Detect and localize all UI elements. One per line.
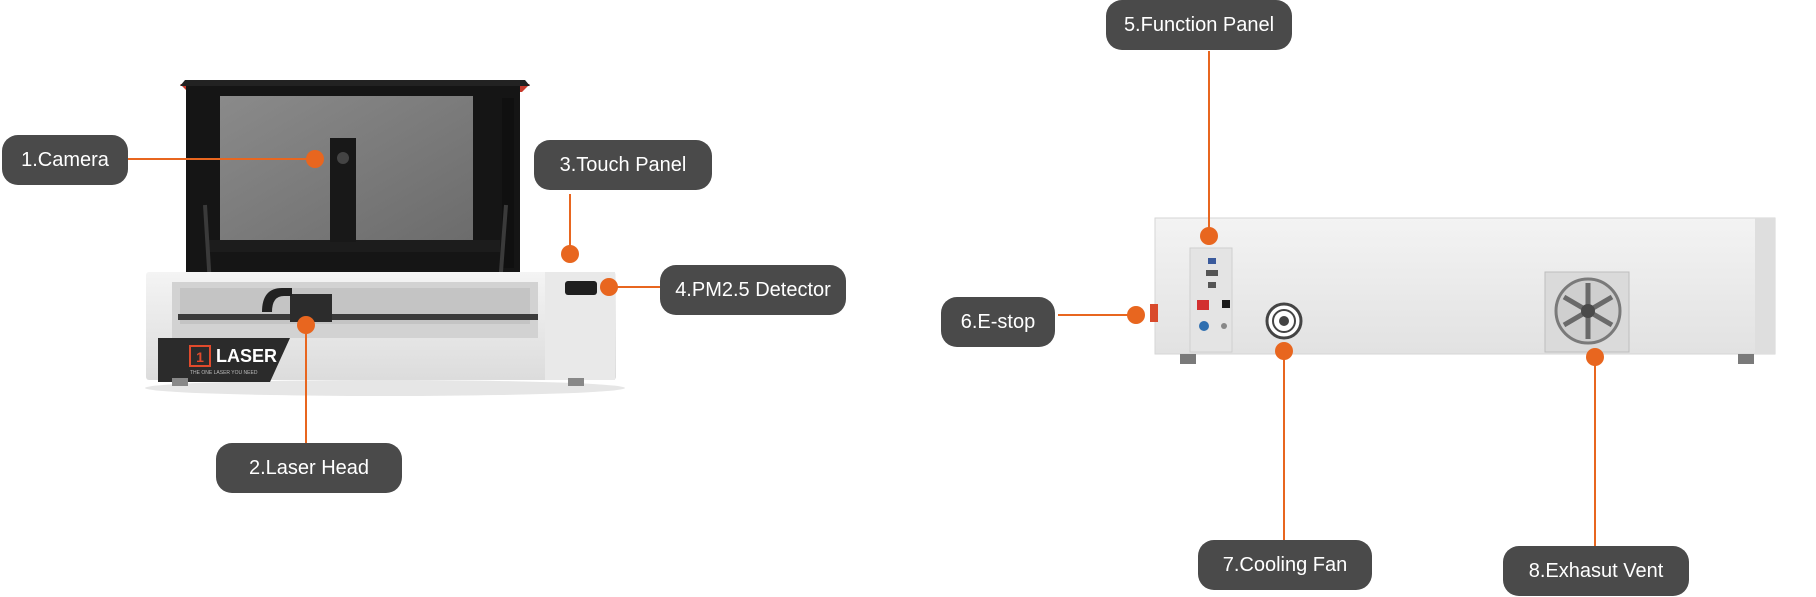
leader-lines [128,51,1596,547]
callout-label-cooling-fan: 7.Cooling Fan [1198,540,1372,590]
port-io-icon [1222,300,1230,308]
gas-strut-left [203,204,212,286]
cooling-fan-inner-ring [1272,309,1296,333]
gas-strut-right [498,204,508,286]
front-view-machine: 1 LASER THE ONE LASER YOU NEED [145,80,625,396]
brand-name: LASER [216,346,277,366]
front-shadow [145,380,625,396]
foot-left [172,378,188,386]
exhaust-vent-housing [1544,271,1630,353]
dot-function-panel [1200,227,1218,245]
callout-text-exhaust-vent: 8.Exhasut Vent [1528,560,1664,582]
callout-label-pm25-detector: 4.PM2.5 Detector [660,265,846,315]
callout-text-e-stop: 6.E-stop [960,311,1036,333]
callout-label-e-stop: 6.E-stop [941,297,1055,347]
callout-label-laser-head: 2.Laser Head [216,443,402,493]
callout-label-camera: 1.Camera [2,135,128,185]
callout-label-function-panel: 5.Function Panel [1106,0,1292,50]
port-usb-icon [1208,258,1216,264]
gantry-rail [178,314,538,320]
callout-text-function-panel: 5.Function Panel [1123,14,1275,36]
brand-tagline: THE ONE LASER YOU NEED [190,370,258,376]
dot-cooling-fan [1275,342,1293,360]
dot-e-stop [1127,306,1145,324]
callout-label-exhaust-vent: 8.Exhasut Vent [1503,546,1689,596]
callout-text-camera: 1.Camera [21,149,109,171]
e-stop-button [1150,304,1158,322]
camera-lens-icon [337,152,349,164]
foot-right [568,378,584,386]
callout-label-touch-panel: 3.Touch Panel [534,140,712,190]
rear-body-shell [1154,217,1776,355]
ground-terminal-icon [1221,323,1227,329]
rear-foot-right [1738,354,1754,364]
callout-text-touch-panel: 3.Touch Panel [559,154,687,176]
brand-logo-mark [189,345,211,367]
touch-panel-screen [565,281,597,295]
cooling-fan-icon [1279,316,1289,326]
dot-laser-head [297,316,315,334]
callout-text-pm25-detector: 4.PM2.5 Detector [675,279,831,301]
lid [180,80,530,278]
lid-top-edge [180,80,530,86]
rear-foot-left [1180,354,1196,364]
machine-body-front: 1 LASER THE ONE LASER YOU NEED [146,272,616,386]
dot-pm25 [600,278,618,296]
laser-head-module [290,294,332,322]
callout-text-cooling-fan: 7.Cooling Fan [1222,554,1348,576]
callout-text-laser-head: 2.Laser Head [248,457,370,479]
rear-view-machine [1150,217,1776,364]
callout-dots [297,150,1604,366]
brand-logo-digit: 1 [196,349,204,365]
port-aux-icon [1208,282,1216,288]
dot-camera [306,150,324,168]
lid-bottom-bar [208,240,500,252]
dot-exhaust-vent [1586,348,1604,366]
port-ethernet-icon [1206,270,1218,276]
power-socket-icon [1199,321,1209,331]
rear-right-edge [1755,218,1775,354]
cooling-fan-grille [1265,302,1303,340]
power-switch-icon [1197,300,1209,310]
cable-chain [262,288,292,312]
dot-touch-panel [561,245,579,263]
